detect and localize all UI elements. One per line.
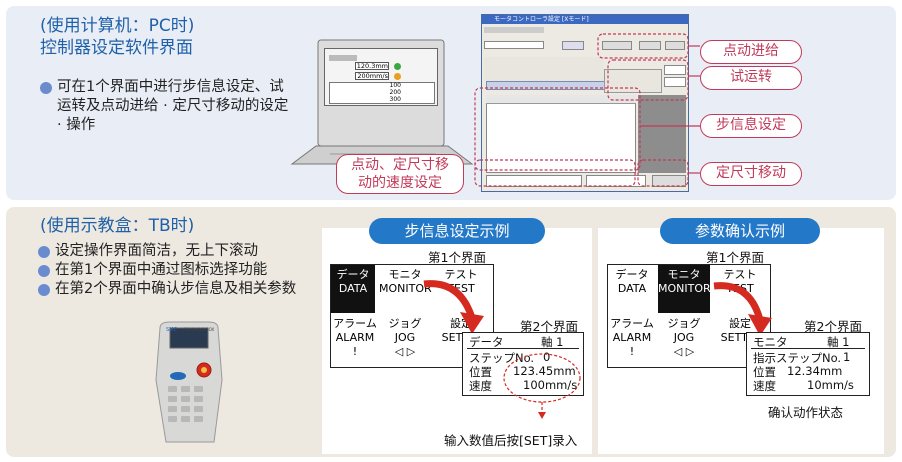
screen2-header-left: モニタ (753, 335, 788, 349)
small-speed-value: 200mm/s (355, 72, 389, 80)
screen2-header-right: 軸 1 (541, 335, 564, 349)
pc-heading: (使用计算机：PC时) (40, 16, 195, 36)
small-monitor-window: 120.3mm 200mm/s 100 200 300 (324, 48, 438, 106)
screen2-header-left: データ (469, 335, 504, 349)
callout-jog: 点动进给 (700, 40, 802, 64)
row-value: 100mm/s (523, 378, 578, 392)
tb-bullet: 在第2个界面中确认步信息及相关参数 (38, 280, 318, 299)
row-label: 指示ステップNo. (753, 351, 842, 365)
pc-subheading: 控制器设定软件界面 (40, 38, 193, 58)
step-note: 输入数值后按[SET]录入 (444, 433, 578, 448)
device-label: TEACHING BOX (184, 327, 215, 332)
step-example-title: 步信息设定示例 (369, 218, 545, 244)
tb-bullet: 设定操作界面简洁，无上下滚动 (38, 242, 318, 261)
param-example-title: 参数确认示例 (660, 218, 820, 244)
small-row-value: 200 (389, 89, 401, 96)
step-arrow (423, 280, 484, 334)
row-value: 1 (843, 350, 851, 364)
row-label: 位置 (469, 365, 492, 379)
small-row-value: 100 (389, 82, 401, 89)
step-screen2-label: 第2个界面 (520, 319, 578, 334)
row-value: 123.45mm (513, 364, 576, 378)
small-position-value: 120.3mm (355, 62, 389, 70)
param-screen2-label: 第2个界面 (804, 319, 862, 334)
param-screen2: モニタ 軸 1 指示ステップNo. 1 位置 12.34mm 速度 10mm/s (746, 332, 870, 396)
param-note: 确认动作状态 (768, 405, 844, 420)
row-value: 10mm/s (807, 378, 854, 392)
tb-bullet-list: 设定操作界面简洁，无上下滚动 在第1个界面中通过图标选择功能 在第2个界面中确认… (38, 242, 318, 299)
row-label: 速度 (469, 379, 492, 393)
step-screen1-label: 第1个界面 (428, 250, 486, 265)
callout-connectors (474, 33, 700, 187)
tb-bullet: 在第1个界面中通过图标选择功能 (38, 261, 318, 280)
row-label: 速度 (753, 379, 776, 393)
device-brand: SMC (166, 327, 177, 333)
row-label: 位置 (753, 365, 776, 379)
step-screen2: データ 軸 1 ステップNo. 0 位置 123.45mm 速度 100mm/s (462, 332, 584, 396)
pc-bullet: 可在1个界面中进行步信息设定、试运转及点动进给 · 定尺寸移动的设定 · 操作 (40, 78, 290, 135)
row-value: 0 (543, 350, 551, 364)
software-window: モータコントローラ設定 [Xモード] (481, 14, 689, 192)
callout-step-data: 步信息设定 (700, 114, 802, 138)
row-value: 12.34mm (787, 364, 843, 378)
callout-inching: 定尺寸移动 (700, 162, 802, 186)
window-title: モータコントローラ設定 [Xモード] (482, 15, 688, 24)
row-label: ステップNo. (469, 351, 535, 365)
callout-test-run: 试运转 (700, 66, 802, 90)
input-highlight (503, 353, 581, 419)
param-arrow (713, 282, 772, 336)
teaching-box-device (155, 321, 223, 443)
callout-speed-setting: 点动、定尺寸移动的速度设定 (336, 154, 464, 194)
param-screen1-label: 第1个界面 (706, 250, 764, 265)
tb-heading: (使用示教盒：TB时) (40, 216, 195, 236)
pc-bullet-list: 可在1个界面中进行步信息设定、试运转及点动进给 · 定尺寸移动的设定 · 操作 (40, 78, 290, 135)
small-row-value: 300 (389, 96, 401, 103)
screen2-header-right: 軸 1 (827, 335, 850, 349)
